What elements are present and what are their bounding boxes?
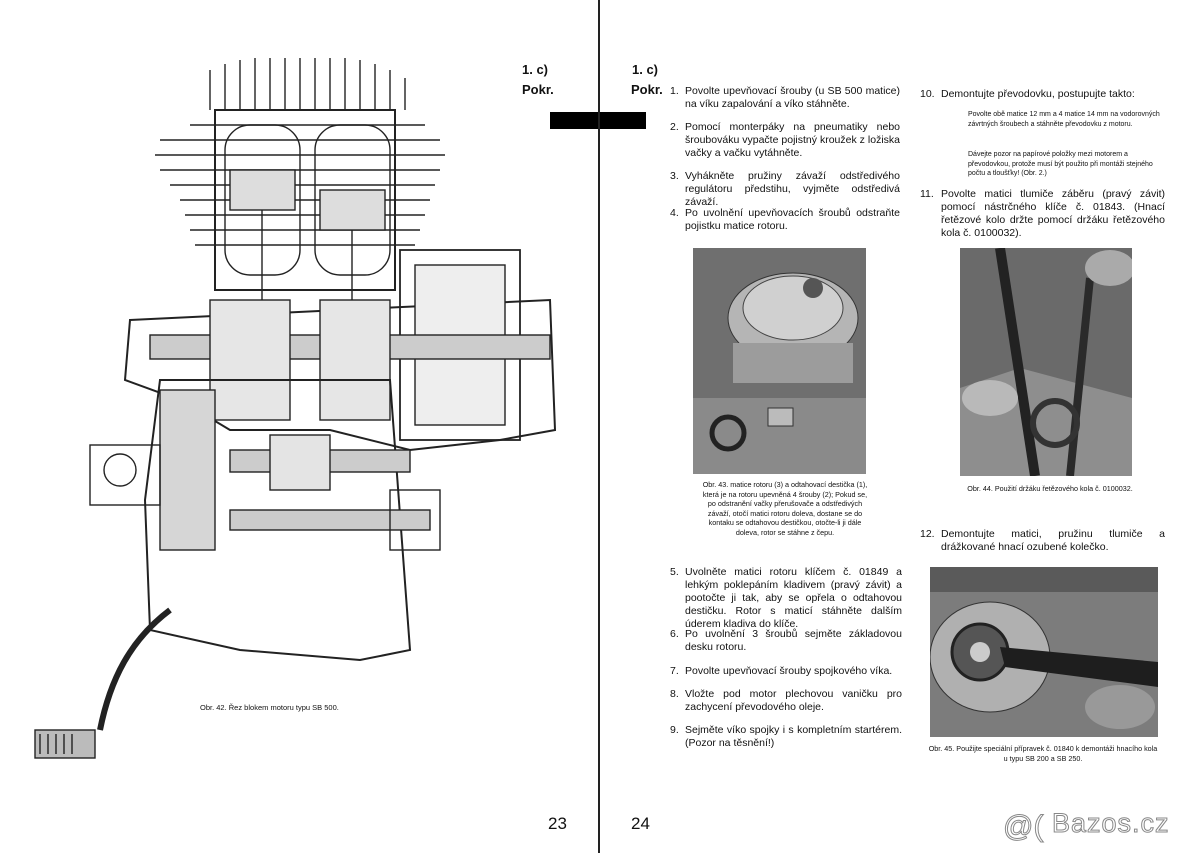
list-item: 4. Po uvolnění upevňovacích šroubů odstr…	[670, 207, 900, 235]
list-item: 6. Po uvolnění 3 šroubů sejměte základov…	[670, 628, 902, 656]
item-text: Po uvolnění 3 šroubů sejměte základovou …	[685, 628, 902, 653]
list-item: 12. Demontujte matici, pružinu tlumiče a…	[920, 528, 1165, 556]
right-page-number: 24	[631, 814, 650, 833]
item-number: 3.	[670, 170, 679, 182]
list-item: 11. Povolte matici tlumiče záběru (pravý…	[920, 188, 1165, 239]
item-text: Povolte matici tlumiče záběru (pravý záv…	[941, 188, 1165, 239]
item-text: Demontujte matici, pružinu tlumiče a drá…	[941, 528, 1165, 553]
item-text: Demontujte převodovku, postupujte takto:	[941, 88, 1135, 100]
item-text: Pomocí monterpáky na pneumatiky nebo šro…	[685, 121, 900, 159]
left-section-number: 1. c)	[522, 62, 549, 77]
item-number: 9.	[670, 724, 679, 736]
engine-cross-section-drawing	[34, 58, 557, 759]
note-paper-gaskets: Dávejte pozor na papírové položky mezi m…	[968, 151, 1153, 177]
item-number: 12.	[920, 528, 935, 540]
item-text: Uvolněte matici rotoru klíčem č. 01849 a…	[685, 566, 902, 630]
list-item: 10. Demontujte převodovku, postupujte ta…	[920, 88, 1170, 102]
item-number: 4.	[670, 207, 679, 219]
figure-44-caption: Obr. 44. Použití držáku řetězového kola …	[967, 484, 1133, 493]
item-text: Po uvolnění upevňovacích šroubů odstraňt…	[685, 207, 900, 232]
item-number: 5.	[670, 566, 679, 578]
list-item: 2. Pomocí monterpáky na pneumatiky nebo …	[670, 121, 900, 163]
item-number: 10.	[920, 88, 935, 100]
page-divider	[598, 0, 600, 853]
bazos-logo-icon: @(	[1003, 810, 1044, 844]
item-number: 1.	[670, 85, 679, 97]
list-item: 7. Povolte upevňovací šrouby spojkového …	[670, 665, 902, 679]
figure-42-caption: Obr. 42. Řez blokem motoru typu SB 500.	[200, 703, 339, 712]
watermark-logo: @(	[1003, 805, 1048, 850]
item-text: Sejměte víko spojky i s kompletním start…	[685, 724, 902, 749]
item-number: 11.	[920, 188, 934, 200]
item-number: 2.	[670, 121, 679, 133]
watermark-text: Bazos.cz	[1052, 808, 1170, 839]
left-section-sub: Pokr.	[522, 82, 554, 97]
right-section-number: 1. c)	[632, 62, 659, 77]
item-text: Povolte upevňovací šrouby (u SB 500 mati…	[685, 85, 900, 110]
left-page-number: 23	[548, 814, 567, 833]
list-item: 3. Vyhákněte pružiny závaží odstředivého…	[670, 170, 900, 208]
note-gearbox-nuts: Povolte obě matice 12 mm a 4 matice 14 m…	[968, 111, 1160, 128]
item-number: 6.	[670, 628, 679, 640]
redaction-bar-right	[600, 112, 646, 129]
list-item: 8. Vložte pod motor plechovou vaničku pr…	[670, 688, 902, 716]
list-item: 1. Povolte upevňovací šrouby (u SB 500 m…	[670, 85, 900, 113]
list-item: 9. Sejměte víko spojky i s kompletním st…	[670, 724, 902, 752]
list-item: 5. Uvolněte matici rotoru klíčem č. 0184…	[670, 566, 902, 630]
item-text: Povolte upevňovací šrouby spojkového vík…	[685, 665, 893, 677]
right-section-sub: Pokr.	[631, 82, 663, 97]
item-number: 8.	[670, 688, 679, 700]
item-number: 7.	[670, 665, 679, 677]
item-text: Vyhákněte pružiny závaží odstředivého re…	[685, 170, 900, 208]
figure-45-photo	[930, 567, 1158, 737]
item-text: Vložte pod motor plechovou vaničku pro z…	[685, 688, 902, 713]
svg-text:@(: @(	[1003, 810, 1043, 843]
figure-43-caption: Obr. 43. matice rotoru (3) a odtahovací …	[702, 480, 868, 537]
figure-45-caption: Obr. 45. Použijte speciální přípravek č.…	[928, 744, 1158, 763]
redaction-bar-left	[550, 112, 598, 129]
figure-44-photo	[960, 248, 1132, 476]
figure-43-photo	[693, 248, 866, 474]
